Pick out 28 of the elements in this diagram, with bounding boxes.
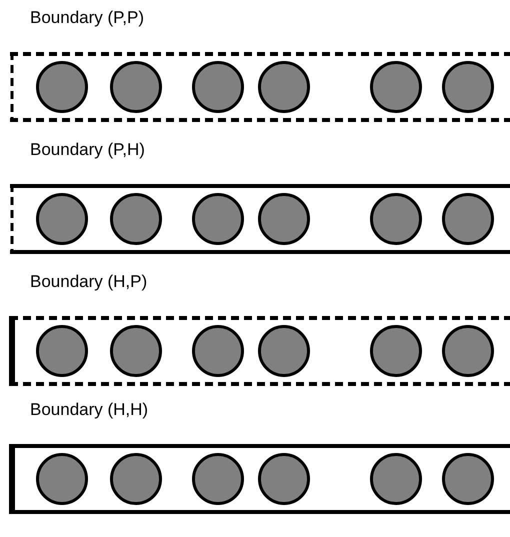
particle-circle — [192, 193, 244, 245]
particle-circle — [192, 61, 244, 113]
particle-circle — [110, 193, 162, 245]
particle-circle — [258, 61, 310, 113]
boundary-heading: Boundary (H,H) — [30, 400, 148, 420]
particle-circle — [258, 193, 310, 245]
particle-circle — [442, 325, 494, 377]
particle-circle — [370, 193, 422, 245]
particle-circle — [36, 325, 88, 377]
particle-circle — [442, 453, 494, 505]
particle-circle — [442, 61, 494, 113]
particle-circle — [258, 453, 310, 505]
particle-circle — [36, 193, 88, 245]
particle-circle — [36, 453, 88, 505]
particle-circle — [258, 325, 310, 377]
boundary-heading: Boundary (P,H) — [30, 140, 145, 160]
particle-circle — [370, 61, 422, 113]
particle-circle — [110, 61, 162, 113]
particle-circle — [370, 325, 422, 377]
particle-circle — [192, 325, 244, 377]
particle-circle — [370, 453, 422, 505]
boundary-heading: Boundary (P,P) — [30, 8, 144, 28]
particle-circle — [442, 193, 494, 245]
particle-circle — [36, 61, 88, 113]
boundary-heading: Boundary (H,P) — [30, 272, 148, 292]
particle-circle — [110, 325, 162, 377]
particle-circle — [110, 453, 162, 505]
particle-circle — [192, 453, 244, 505]
